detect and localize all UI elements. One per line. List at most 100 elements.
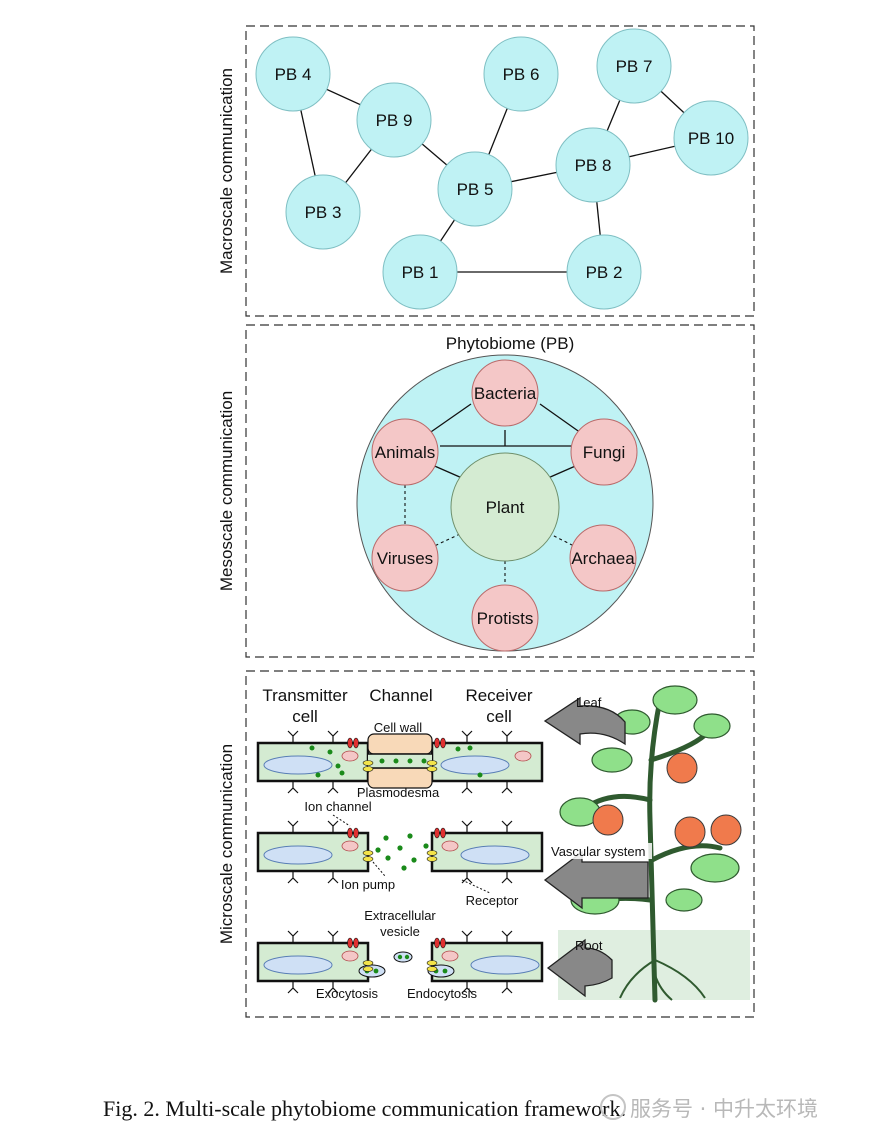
macro-node-pb2: PB 2 xyxy=(566,234,642,310)
member-fungi: Fungi xyxy=(570,418,638,486)
receptor-label: Receptor xyxy=(466,893,519,908)
wechat-icon xyxy=(600,1094,626,1120)
macro-node-pb8: PB 8 xyxy=(555,127,631,203)
member-label: Archaea xyxy=(571,549,635,568)
ion-pump-icon xyxy=(362,960,374,972)
receptor-icon xyxy=(501,930,513,943)
molecules xyxy=(309,745,483,778)
ion-channel-icon xyxy=(347,737,359,749)
exocytosis-label: Exocytosis xyxy=(316,986,379,1001)
row-ion: Ion channel Ion pump Receptor xyxy=(256,799,544,908)
member-label: Protists xyxy=(477,609,534,628)
micro-label: Microscale communication xyxy=(217,744,236,944)
watermark-text: 服务号 · 中升太环境 xyxy=(630,1097,819,1121)
member-animals: Animals xyxy=(371,418,439,486)
meso-panel: Mesoscale communication Phytobiome (PB) … xyxy=(217,324,755,658)
cell-wall-label: Cell wall xyxy=(374,720,423,735)
receptor-icon xyxy=(461,930,473,943)
receptor-icon xyxy=(327,871,339,884)
plant-node xyxy=(450,452,560,562)
receptor-icon xyxy=(461,981,473,994)
plant-arrows: Leaf Vascular system Root xyxy=(543,695,652,998)
leaf-arrow xyxy=(543,696,626,746)
ion-pump-icon xyxy=(362,760,374,772)
plasmodesma-label: Plasmodesma xyxy=(357,785,440,800)
meso-label: Mesoscale communication xyxy=(217,391,236,591)
receptor-icon xyxy=(327,930,339,943)
ion-pump-label: Ion pump xyxy=(341,877,395,892)
receptor-icon xyxy=(287,730,299,743)
macro-node-label: PB 2 xyxy=(586,263,623,282)
root-arrow xyxy=(546,938,613,998)
receptor-icon xyxy=(327,820,339,833)
meso-dashed-links xyxy=(404,485,579,584)
ion-pump-icon xyxy=(426,760,438,772)
transmitter-line1: Transmitter xyxy=(262,686,348,705)
phytobiome-title: Phytobiome (PB) xyxy=(446,334,575,353)
macro-node-pb7: PB 7 xyxy=(596,28,672,104)
member-archaea: Archaea xyxy=(569,524,637,592)
ion-channel-icon xyxy=(434,937,446,949)
macro-node-label: PB 3 xyxy=(305,203,342,222)
macro-frame xyxy=(245,25,755,317)
macro-node-pb4: PB 4 xyxy=(255,36,331,112)
macro-label: Macroscale communication xyxy=(217,68,236,274)
receptor-icon xyxy=(501,981,513,994)
receptor-icon xyxy=(501,871,513,884)
receptor-icon xyxy=(327,981,339,994)
figure-caption: Fig. 2. Multi-scale phytobiome communica… xyxy=(103,1096,627,1121)
receptor-icon xyxy=(287,781,299,794)
receptor-icon xyxy=(501,781,513,794)
ion-channel-icon xyxy=(347,937,359,949)
plant-label: Plant xyxy=(486,498,525,517)
cell-wall-top xyxy=(367,733,433,755)
macro-node-pb9: PB 9 xyxy=(356,82,432,158)
member-label: Fungi xyxy=(583,443,626,462)
receptor-icon xyxy=(461,730,473,743)
receptor-icon xyxy=(327,730,339,743)
ion-channel-icon xyxy=(434,827,446,839)
receptor-icon xyxy=(461,781,473,794)
macro-node-label: PB 4 xyxy=(275,65,312,84)
ion-channel-icon xyxy=(434,737,446,749)
macro-node-label: PB 5 xyxy=(457,180,494,199)
macro-node-pb5: PB 5 xyxy=(437,151,513,227)
macro-node-pb3: PB 3 xyxy=(285,174,361,250)
meso-frame xyxy=(245,324,755,658)
receptor-icon xyxy=(287,820,299,833)
tomatoes xyxy=(592,752,742,848)
member-label: Bacteria xyxy=(474,384,537,403)
macro-node-pb6: PB 6 xyxy=(483,36,559,112)
macro-node-label: PB 9 xyxy=(376,111,413,130)
ion-pump-icon xyxy=(426,960,438,972)
member-viruses: Viruses xyxy=(371,524,439,592)
channel-header: Channel xyxy=(369,686,432,705)
ion-channel-icon xyxy=(347,827,359,839)
receptor-icon xyxy=(287,930,299,943)
receptor-icon xyxy=(287,981,299,994)
ion-pump-icon xyxy=(426,850,438,862)
root-label: Root xyxy=(575,938,603,953)
member-bacteria: Bacteria xyxy=(471,359,539,427)
receptor-icon xyxy=(461,871,473,884)
macro-node-label: PB 10 xyxy=(688,129,734,148)
macro-node-label: PB 7 xyxy=(616,57,653,76)
receptor-icon xyxy=(327,781,339,794)
vascular-arrow xyxy=(543,850,649,910)
ion-channel-label: Ion channel xyxy=(304,799,371,814)
macro-node-pb1: PB 1 xyxy=(382,234,458,310)
member-protists: Protists xyxy=(471,584,539,652)
endocytosis-label: Endocytosis xyxy=(407,986,478,1001)
macro-panel: Macroscale communication PB 4 PB 9 PB 3 PB … xyxy=(217,25,755,317)
watermark: 服务号 · 中升太环境 xyxy=(600,1093,818,1123)
receptor-icon xyxy=(501,730,513,743)
macro-node-label: PB 8 xyxy=(575,156,612,175)
macro-node-label: PB 6 xyxy=(503,65,540,84)
receptor-icon xyxy=(287,871,299,884)
